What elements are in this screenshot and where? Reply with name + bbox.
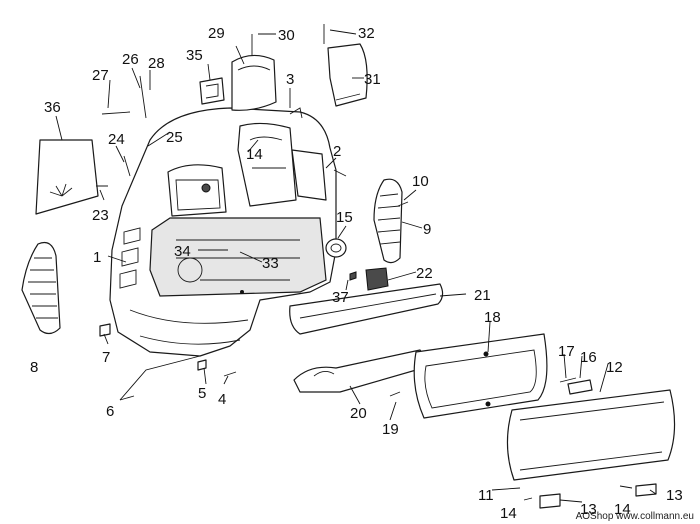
callout-7: 7 [102,349,110,366]
part-22-switch [365,267,389,291]
callout-19: 19 [382,421,399,438]
callout-labels: 1 2 3 4 5 6 7 8 9 10 11 12 13 13 14 14 1… [30,25,683,522]
callout-26: 26 [122,51,139,68]
part-35-clip [199,77,225,105]
callout-21: 21 [474,287,491,304]
callout-2: 2 [333,143,341,160]
callout-1: 1 [93,249,101,266]
small-hardware [96,24,657,509]
part-20-bracket [293,349,431,393]
callout-25: 25 [166,129,183,146]
callout-5: 5 [198,385,206,402]
part-1-main-body [109,107,337,357]
callout-14-c: 14 [614,501,631,518]
callout-3: 3 [286,71,294,88]
callout-11: 11 [478,487,494,504]
part-31-cover [327,43,368,107]
callout-35: 35 [186,47,203,64]
leader-lines [55,29,657,503]
callout-32: 32 [358,25,375,42]
part-29-cover [231,54,277,111]
watermark-credit: AOShop www.collmann.eu [575,511,694,522]
callout-13-a: 13 [580,501,597,518]
callout-10: 10 [412,173,429,190]
part-9-right-grille [373,178,403,264]
callout-36: 36 [44,99,61,116]
part-18-plate-holder [413,333,548,419]
callout-16: 16 [580,349,597,366]
callout-23: 23 [92,207,109,224]
callout-29: 29 [208,25,225,42]
part-21-trim [289,283,444,335]
callout-15: 15 [336,209,353,226]
callout-13-b: 13 [666,487,683,504]
callout-33: 33 [262,255,279,272]
callout-34: 34 [174,243,191,260]
callout-6: 6 [106,403,114,420]
callout-37: 37 [332,289,349,306]
callout-27: 27 [92,67,109,84]
callout-20: 20 [350,405,367,422]
callout-31: 31 [364,71,381,88]
callout-14-a: 14 [246,146,263,163]
part-12-lens [506,389,676,481]
part-15-socket [325,238,347,258]
callout-18: 18 [484,309,501,326]
callout-24: 24 [108,131,125,148]
part-8-left-grille [21,241,61,335]
callout-30: 30 [278,27,295,44]
callout-22: 22 [416,265,433,282]
callout-14-b: 14 [500,505,517,522]
callout-12: 12 [606,359,623,376]
callout-8: 8 [30,359,38,376]
part-36-panel [35,139,99,215]
callout-9: 9 [423,221,431,238]
callout-28: 28 [148,55,165,72]
callout-17: 17 [558,343,575,360]
callout-4: 4 [218,391,226,408]
